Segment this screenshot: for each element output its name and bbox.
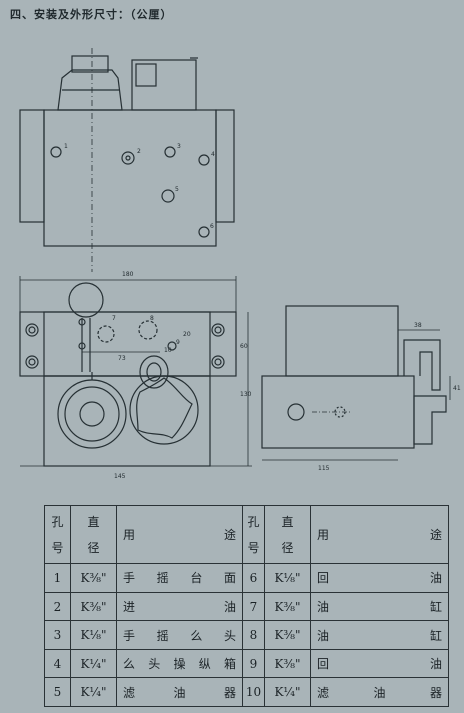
header-hole-no: 孔 号	[44, 504, 71, 565]
svg-text:1: 1	[64, 143, 68, 150]
svg-text:6: 6	[210, 223, 214, 230]
svg-text:41: 41	[453, 385, 461, 392]
svg-text:2: 2	[137, 148, 141, 155]
svg-text:8: 8	[150, 315, 154, 322]
header-diameter-2: 直 径	[264, 504, 311, 565]
svg-text:60: 60	[240, 343, 248, 350]
svg-text:145: 145	[114, 473, 126, 480]
svg-text:3: 3	[177, 143, 181, 150]
table-row: 4 K¼" 么头操纵箱 9 K⅜" 回油	[44, 648, 449, 679]
top-view-drawing	[19, 48, 235, 272]
table-row: 2 K⅜" 进油 7 K⅜" 油缸	[44, 591, 449, 622]
table-row: 1 K⅜" 手摇台面 6 K⅛" 回油	[44, 563, 449, 593]
svg-text:73: 73	[118, 355, 126, 362]
table-header-row: 孔 号 直 径 用 途 孔 号 直 径 用 途	[44, 504, 449, 565]
svg-text:20: 20	[183, 331, 191, 338]
front-view-dimension-labels: 180 73 60 130 145 20 7 8 9 10	[112, 271, 252, 480]
top-view-hole-labels: 1 2 3 4 5 6	[64, 143, 215, 230]
svg-text:7: 7	[112, 315, 116, 322]
svg-text:180: 180	[122, 271, 134, 278]
drawing-area: 1 2 3 4 5 6	[19, 48, 461, 480]
table-row: 3 K⅛" 手摇么头 8 K⅜" 油缸	[44, 620, 449, 650]
table-row: 5 K¼" 滤油器 10 K¼" 滤油器	[44, 677, 449, 707]
header-usage-2: 用 途	[310, 504, 449, 565]
header-usage: 用 途	[116, 504, 243, 565]
header-diameter: 直 径	[70, 504, 117, 565]
side-view-dimension-labels: 38 41 115	[318, 322, 461, 472]
side-view-drawing	[261, 305, 451, 461]
svg-text:9: 9	[176, 339, 180, 346]
svg-text:38: 38	[414, 322, 422, 329]
specification-table: 孔 号 直 径 用 途 孔 号 直 径 用 途 1 K⅜"	[44, 504, 449, 707]
svg-text:5: 5	[175, 186, 179, 193]
svg-text:4: 4	[211, 151, 215, 158]
front-view-drawing	[19, 276, 252, 467]
svg-text:115: 115	[318, 465, 330, 472]
header-hole-no-2: 孔 号	[242, 504, 265, 565]
svg-text:10: 10	[164, 347, 172, 354]
section-heading: 四、安装及外形尺寸：（公厘）	[10, 8, 173, 21]
svg-text:130: 130	[240, 391, 252, 398]
